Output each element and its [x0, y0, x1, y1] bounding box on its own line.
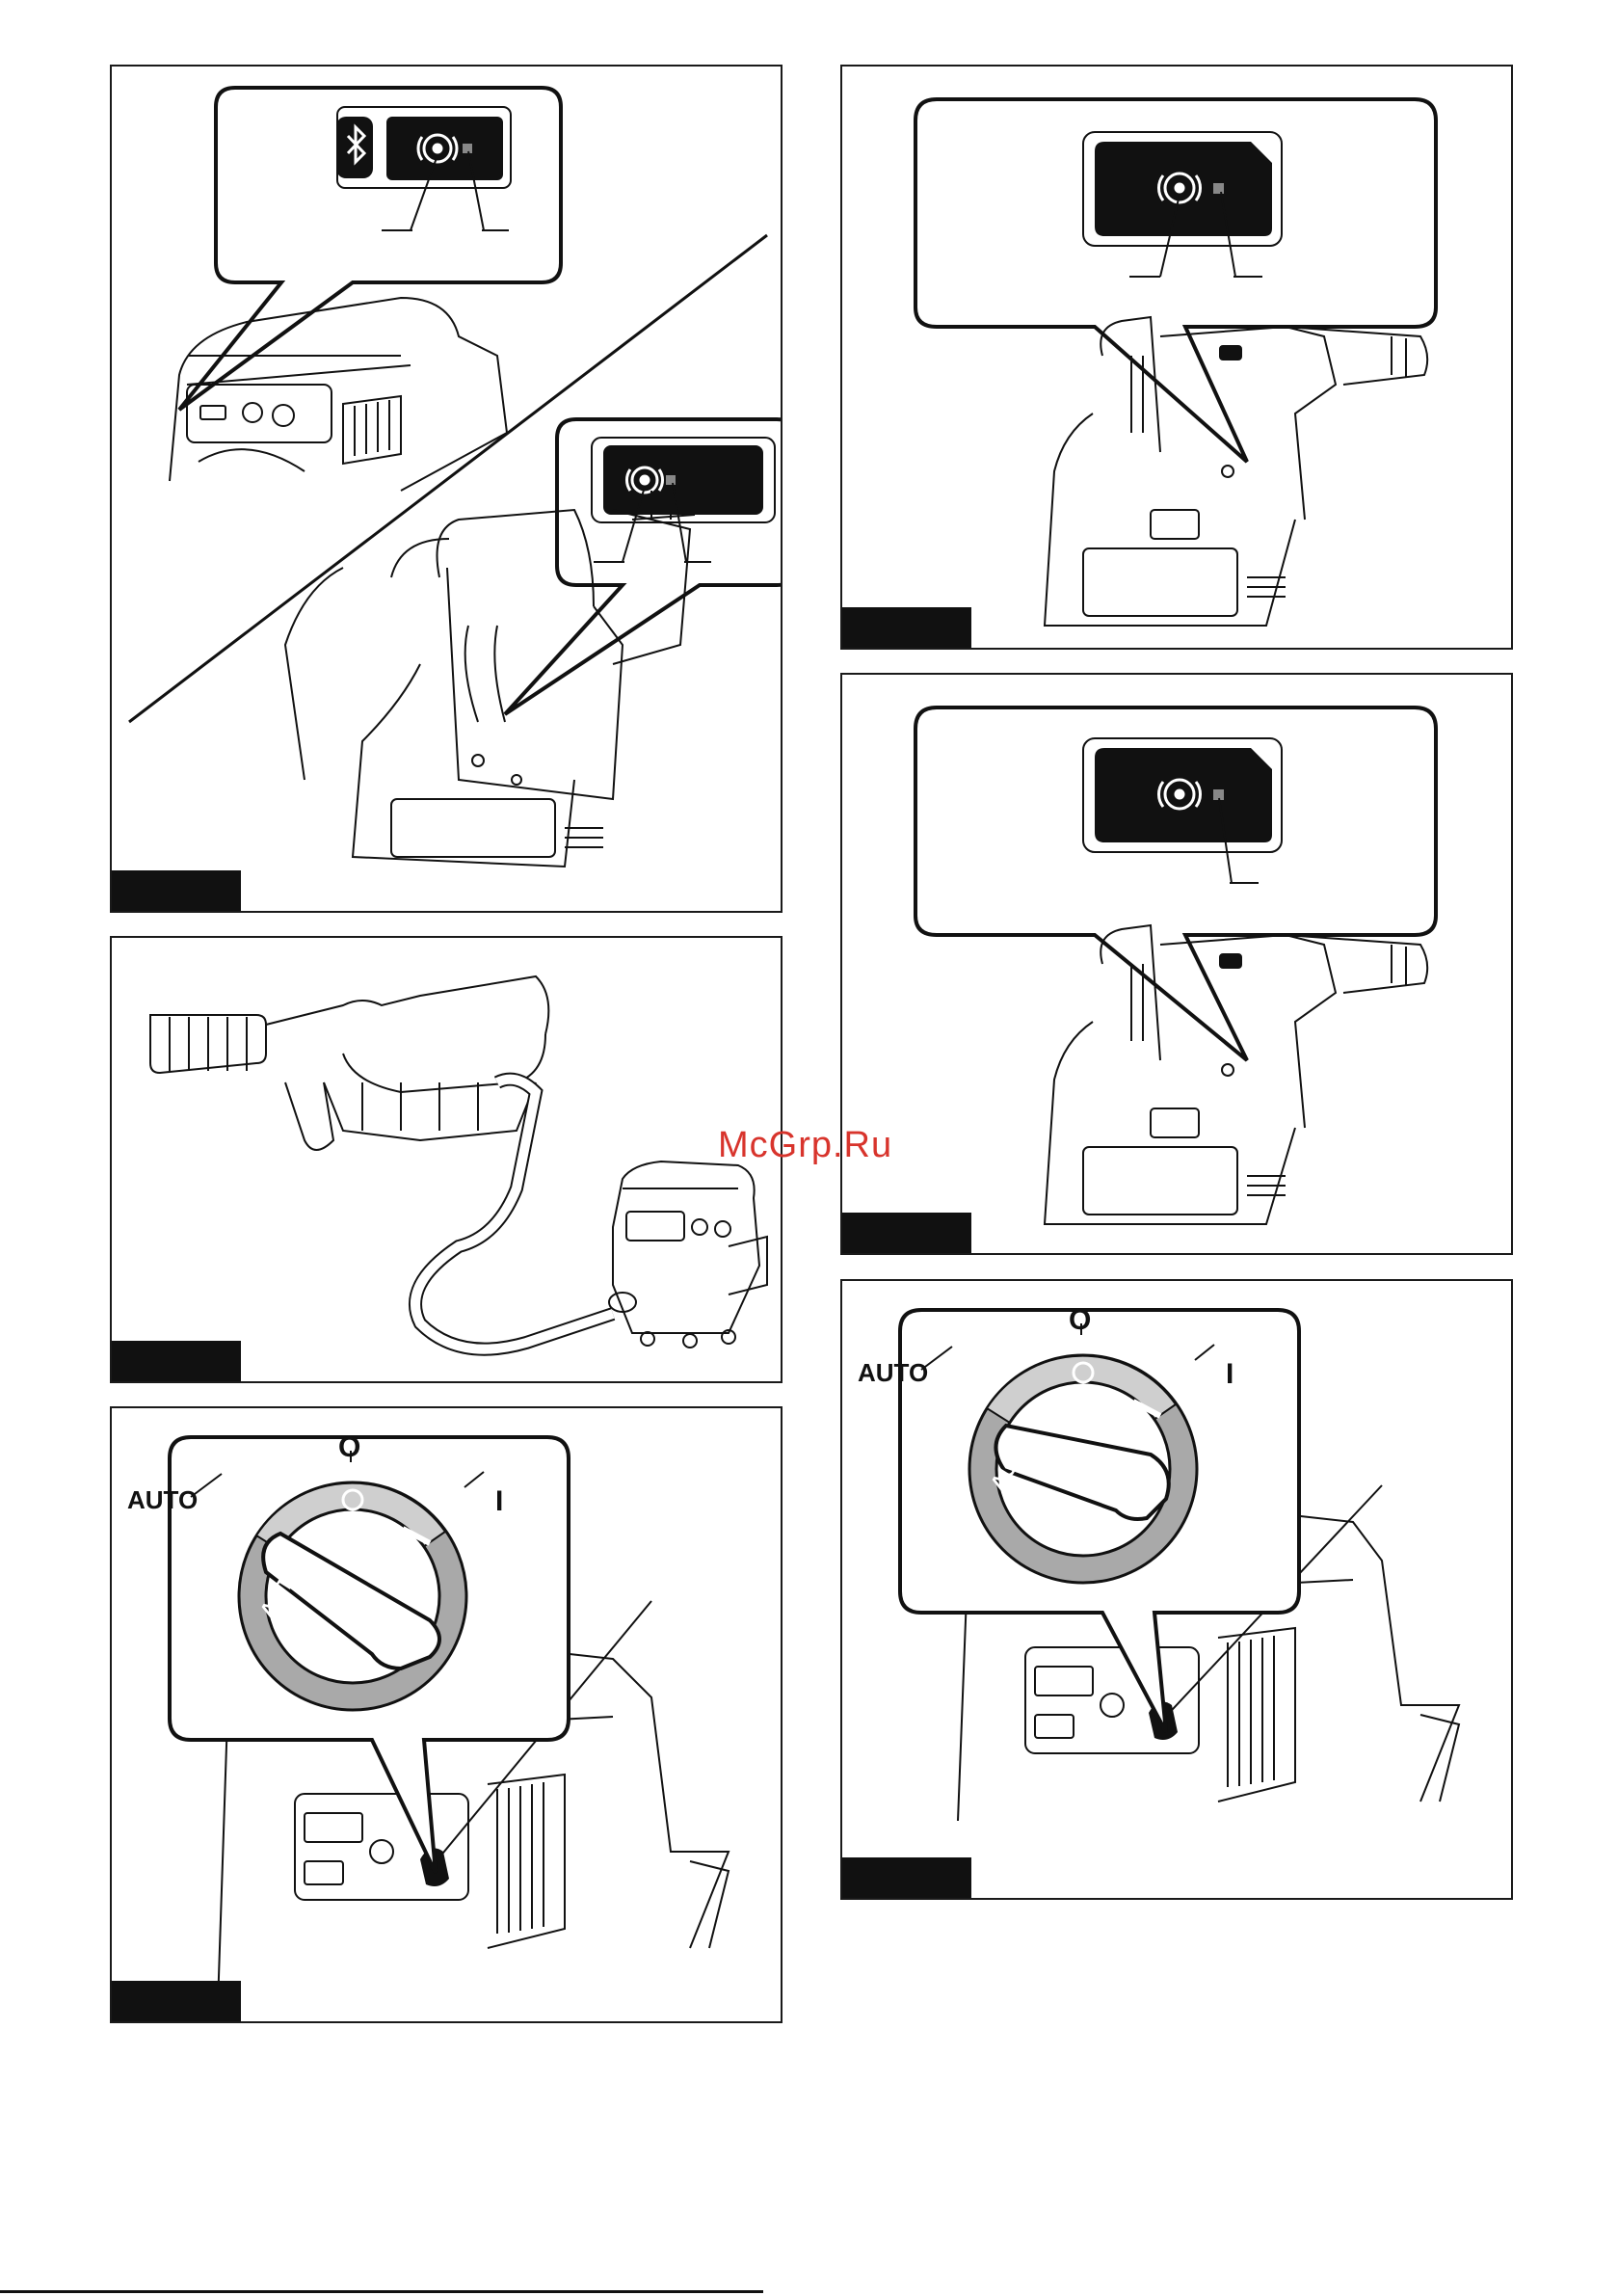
figure-4-drawing	[842, 675, 1513, 1255]
hose	[415, 1080, 613, 1349]
page-bottom-rule	[0, 2290, 763, 2293]
rotary-hammer-illustration	[1045, 317, 1427, 626]
figure-number-tab	[842, 1857, 971, 1898]
dial-auto-label: AUTO	[127, 1485, 198, 1514]
figure-1	[110, 65, 782, 913]
figure-4	[840, 673, 1513, 1255]
figure-6-drawing: AUTO AUTO O I	[842, 1281, 1513, 1900]
dust-extractor-illustration	[170, 298, 507, 491]
figure-2	[840, 65, 1513, 650]
figure-3	[110, 936, 782, 1383]
dial-off-label: O	[338, 1431, 360, 1463]
lamp-icon	[1213, 183, 1224, 194]
dial-off-label: O	[1069, 1304, 1091, 1336]
dial-on-label: I	[1226, 1358, 1233, 1390]
figure-5-drawing: AUTO AUTO O I	[112, 1408, 782, 2023]
dial-on-label: I	[495, 1485, 503, 1517]
dust-extractor-illustration	[609, 1161, 767, 1348]
figure-2-drawing	[842, 67, 1513, 650]
figure-number-tab	[842, 1213, 971, 1253]
rotary-hammer-illustration	[150, 976, 548, 1150]
figure-number-tab	[112, 1981, 241, 2021]
rotary-hammer-illustration	[1045, 925, 1427, 1224]
mode-dial[interactable]: AUTO	[969, 1355, 1197, 1583]
figure-3-drawing	[112, 938, 782, 1383]
mode-dial[interactable]: AUTO	[239, 1482, 466, 1710]
figure-6: AUTO AUTO O I	[840, 1279, 1513, 1900]
figure-number-tab	[842, 607, 971, 648]
figure-5: AUTO AUTO O I	[110, 1406, 782, 2023]
lamp-icon	[666, 475, 676, 485]
dial-auto-label: AUTO	[858, 1358, 928, 1387]
lamp-icon	[463, 144, 472, 153]
figure-number-tab	[112, 870, 241, 911]
figure-1-drawing	[112, 67, 782, 913]
figure-number-tab	[112, 1341, 241, 1381]
wireless-button[interactable]	[386, 117, 503, 180]
watermark: McGrp.Ru	[718, 1125, 892, 1166]
